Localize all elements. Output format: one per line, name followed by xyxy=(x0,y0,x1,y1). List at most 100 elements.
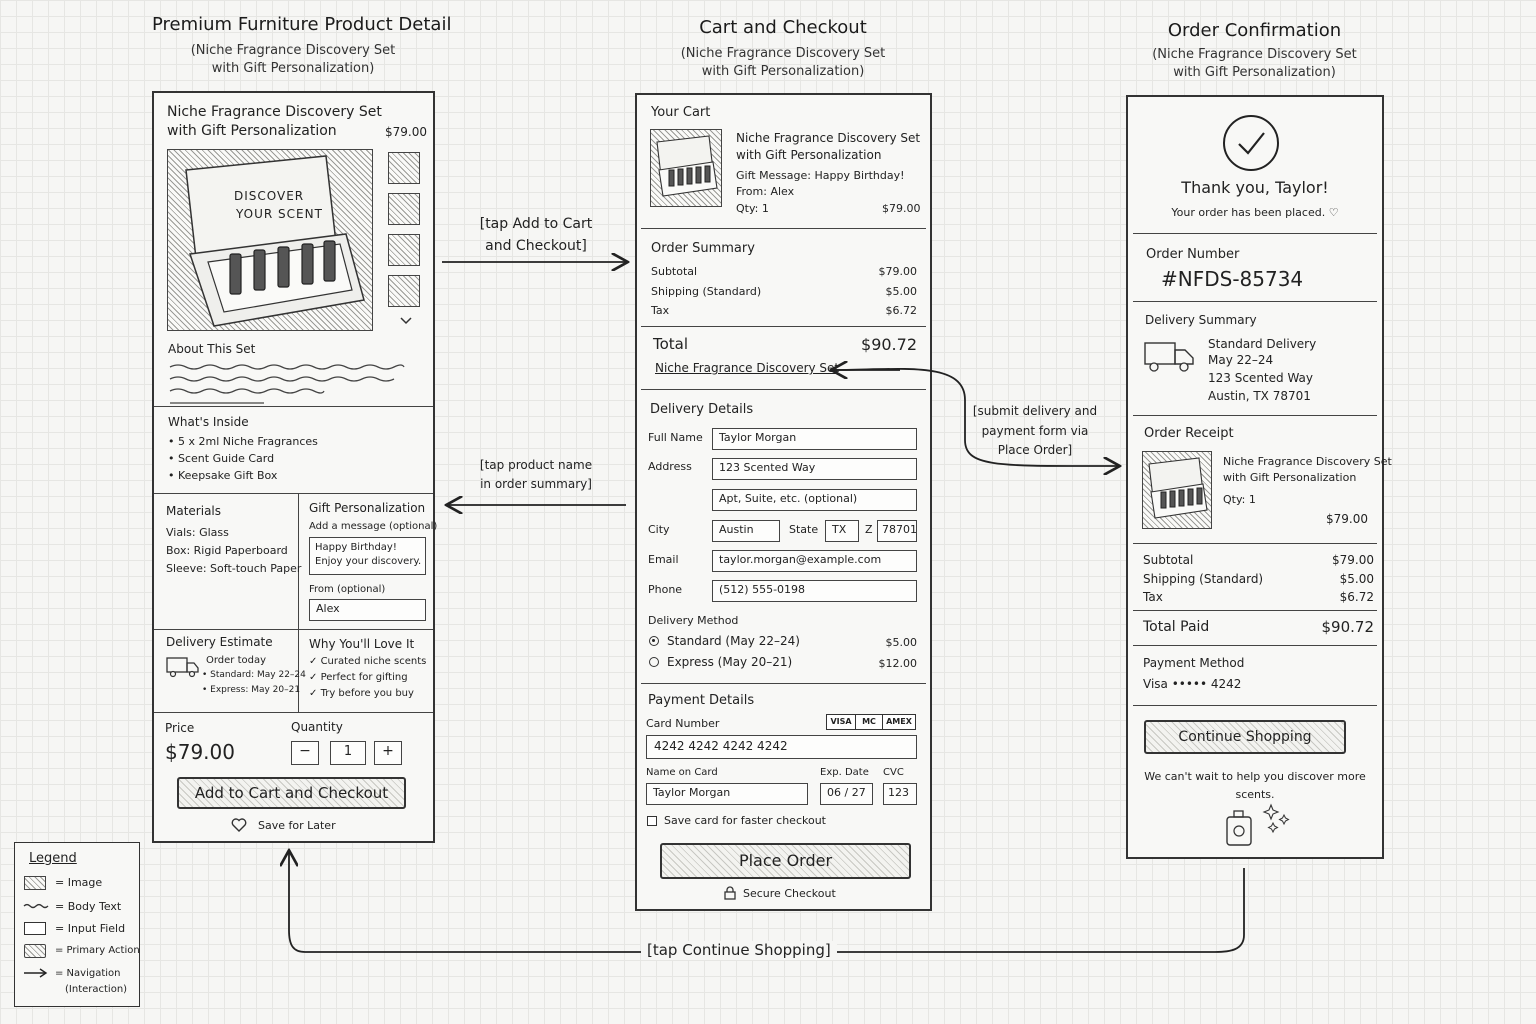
chevron-down-icon[interactable] xyxy=(400,317,412,325)
arrow-label-submit-3: Place Order] xyxy=(997,443,1073,457)
product-screen-title: Premium Furniture Product Detail xyxy=(152,14,452,35)
perfume-bottle-icon xyxy=(1226,803,1290,846)
legend-box: Legend = Image = Body Text = Input Field… xyxy=(14,842,140,1007)
product-screen-subtitle-1: (Niche Fragrance Discovery Set xyxy=(190,43,396,58)
order-receipt-heading: Order Receipt xyxy=(1144,426,1234,441)
summary-row-label: Shipping (Standard) xyxy=(651,285,762,298)
zip-label: Z xyxy=(865,523,873,536)
order-confirmation-screen: Thank you, Taylor! Your order has been p… xyxy=(1126,95,1392,859)
delivery-summary-line: May 22–24 xyxy=(1208,353,1274,367)
total-paid-label: Total Paid xyxy=(1143,619,1210,635)
why-item: ✓ Try before you buy xyxy=(309,688,414,699)
name-on-card-label: Name on Card xyxy=(646,767,718,778)
receipt-item-price: $79.00 xyxy=(1326,512,1368,526)
thumbnail-3[interactable] xyxy=(388,234,420,266)
legend-input-swatch xyxy=(24,922,46,935)
cart-checkout-screen: Your Cart Niche Fragrance Discovery Set … xyxy=(635,93,932,911)
product-name-link[interactable]: Niche Fragrance Discovery Set xyxy=(655,361,840,375)
your-cart-heading: Your Cart xyxy=(651,105,711,120)
thumbnail-4[interactable] xyxy=(388,275,420,307)
quantity-input[interactable]: 1 xyxy=(330,741,366,765)
cvc-input[interactable]: 123 xyxy=(883,783,917,805)
cart-item-name-line1: Niche Fragrance Discovery Set xyxy=(736,131,921,145)
city-label: City xyxy=(648,523,670,536)
save-for-later-link[interactable]: Save for Later xyxy=(258,819,336,832)
receipt-row-label: Subtotal xyxy=(1143,553,1194,567)
place-order-button[interactable]: Place Order xyxy=(660,843,911,879)
city-input[interactable]: Austin xyxy=(712,520,780,542)
exp-date-input[interactable]: 06 / 27 xyxy=(820,783,873,805)
standard-delivery-radio[interactable] xyxy=(649,636,659,646)
receipt-row-value: $6.72 xyxy=(1339,590,1374,604)
closing-message-line2: scents. xyxy=(1235,788,1275,801)
delivery-method-heading: Delivery Method xyxy=(648,614,739,627)
product-screen-subtitle-2: with Gift Personalization) xyxy=(211,61,375,76)
address-line2-input[interactable]: Apt, Suite, etc. (optional) xyxy=(712,489,917,511)
legend-item: = Navigation xyxy=(55,968,121,979)
receipt-row-value: $5.00 xyxy=(1339,572,1374,586)
image-text-your-scent: YOUR SCENT xyxy=(236,207,323,221)
truck-icon xyxy=(1144,342,1194,372)
save-card-label: Save card for faster checkout xyxy=(664,814,826,827)
express-delivery-radio[interactable] xyxy=(649,657,659,667)
full-name-input[interactable]: Taylor Morgan xyxy=(712,428,917,450)
confirmation-screen-title: Order Confirmation xyxy=(1167,20,1342,41)
legend-arrow-swatch xyxy=(24,968,48,978)
receipt-row-value: $79.00 xyxy=(1332,553,1374,567)
receipt-item-name-line1: Niche Fragrance Discovery Set xyxy=(1223,455,1392,468)
whats-inside-item: • 5 x 2ml Niche Fragrances xyxy=(168,435,318,448)
express-delivery-price: $12.00 xyxy=(878,657,918,670)
continue-shopping-button[interactable]: Continue Shopping xyxy=(1144,720,1346,754)
body-text-placeholder xyxy=(169,364,405,404)
save-card-checkbox[interactable] xyxy=(647,816,657,826)
product-name-line2: with Gift Personalization xyxy=(167,123,337,139)
thumbnail-2[interactable] xyxy=(388,193,420,225)
standard-delivery-price: $5.00 xyxy=(885,636,918,649)
legend-body-text-swatch xyxy=(23,903,49,909)
cart-item-image xyxy=(650,129,722,207)
delivery-details-heading: Delivery Details xyxy=(650,402,754,417)
standard-delivery-label: Standard (May 22–24) xyxy=(667,634,800,648)
add-to-cart-checkout-button[interactable]: Add to Cart and Checkout xyxy=(177,777,406,809)
order-summary-heading: Order Summary xyxy=(651,241,755,256)
total-value: $90.72 xyxy=(861,335,917,354)
address-line1-input[interactable]: 123 Scented Way xyxy=(712,458,917,480)
heart-icon[interactable] xyxy=(231,818,247,832)
cart-item-name-line2: with Gift Personalization xyxy=(736,148,882,162)
zip-input[interactable]: 78701 xyxy=(877,520,917,542)
phone-input[interactable]: (512) 555-0198 xyxy=(712,580,917,602)
gift-from-field[interactable]: Alex xyxy=(309,599,426,621)
whats-inside-item: • Scent Guide Card xyxy=(168,452,275,465)
legend-item: = Image xyxy=(55,876,103,889)
receipt-item-name-line2: with Gift Personalization xyxy=(1223,471,1357,484)
legend-item: = Body Text xyxy=(55,900,122,913)
product-main-image[interactable]: DISCOVER YOUR SCENT xyxy=(167,149,373,331)
express-delivery-label: Express (May 20–21) xyxy=(667,655,793,669)
gift-message-field[interactable]: Happy Birthday! Enjoy your discovery. xyxy=(309,537,426,575)
email-input[interactable]: taylor.morgan@example.com xyxy=(712,550,917,572)
legend-action-swatch xyxy=(24,944,46,958)
quantity-decrease-button[interactable]: − xyxy=(291,741,319,765)
name-on-card-input[interactable]: Taylor Morgan xyxy=(646,783,808,805)
quantity-increase-button[interactable]: + xyxy=(374,741,402,765)
materials-item: Vials: Glass xyxy=(166,526,229,539)
materials-item: Box: Rigid Paperboard xyxy=(166,544,288,557)
price-value: $79.00 xyxy=(165,740,235,764)
whats-inside-item: • Keepsake Gift Box xyxy=(168,469,278,482)
gift-personalization-heading: Gift Personalization xyxy=(309,501,426,515)
whats-inside-heading: What's Inside xyxy=(168,415,249,429)
why-item: ✓ Perfect for gifting xyxy=(309,672,408,683)
state-input[interactable]: TX xyxy=(825,520,859,542)
delivery-summary-heading: Delivery Summary xyxy=(1145,313,1257,327)
price-label: Price xyxy=(165,721,195,735)
confirmation-screen-subtitle-1: (Niche Fragrance Discovery Set xyxy=(1152,47,1357,62)
card-number-input[interactable]: 4242 4242 4242 4242 xyxy=(646,735,917,759)
cvc-label: CVC xyxy=(883,767,904,778)
legend-title: Legend xyxy=(29,851,77,866)
thumbnail-1[interactable] xyxy=(388,152,420,184)
card-number-label: Card Number xyxy=(646,717,720,730)
product-name-line1: Niche Fragrance Discovery Set xyxy=(167,104,382,120)
summary-row-value: $79.00 xyxy=(878,265,918,278)
payment-details-heading: Payment Details xyxy=(648,693,755,708)
why-item: ✓ Curated niche scents xyxy=(309,656,427,667)
